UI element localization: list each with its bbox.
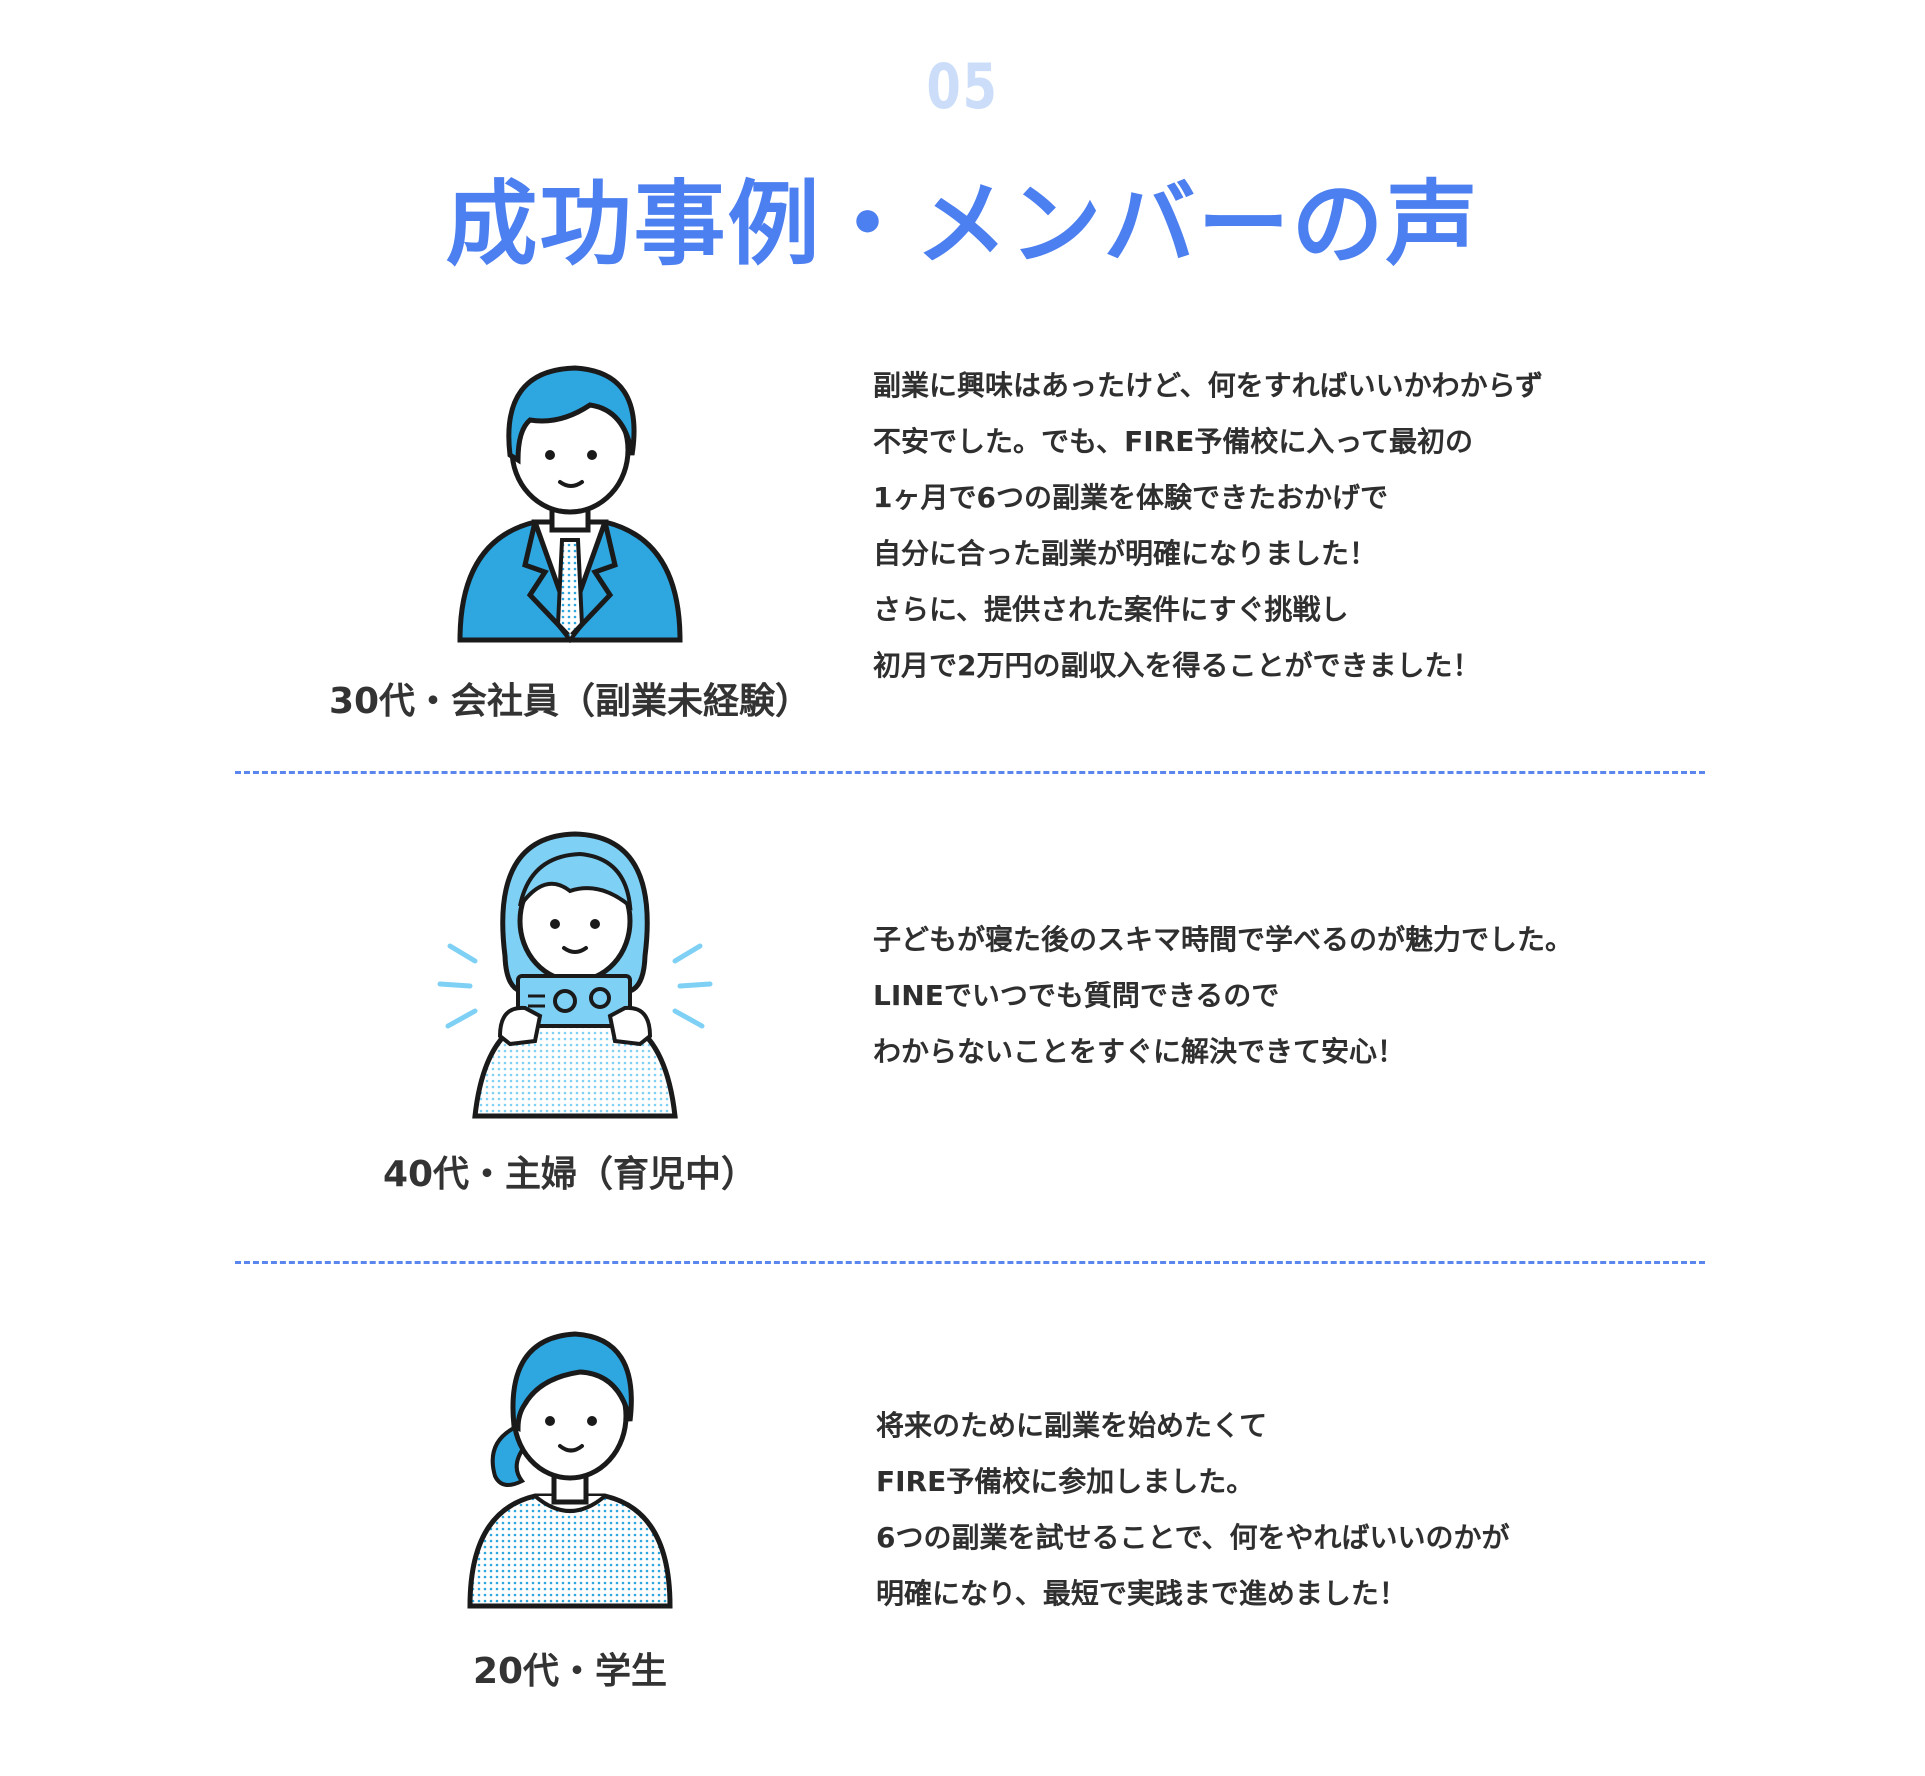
quote-line: 初月で2万円の副収入を得ることができました！ (873, 649, 1481, 682)
woman-holding-card-icon (430, 826, 720, 1126)
quote-line: LINEでいつでも質問できるので (873, 979, 1280, 1012)
quote-line: わからないことをすぐに解決できて安心！ (873, 1035, 1406, 1068)
member-caption: 30代・会社員（副業未経験） (328, 681, 812, 722)
quote-line: FIRE予備校に参加しました。 (876, 1465, 1255, 1498)
section-divider (235, 1261, 1705, 1264)
quote-line: 子どもが寝た後のスキマ時間で学べるのが魅力でした。 (873, 923, 1574, 956)
quote-line: 将来のために副業を始めたくて (876, 1409, 1268, 1442)
member-caption: 40代・主婦（育児中） (382, 1154, 758, 1195)
quote-line: 明確になり、最短で実践まで進めました！ (876, 1577, 1407, 1610)
quote-line: 1ヶ月で6つの副業を体験できたおかげで (873, 481, 1388, 514)
quote-line: 副業に興味はあったけど、何をすればいいかわからず (873, 369, 1544, 402)
page-title: 成功事例・メンバーの声 (445, 171, 1480, 278)
quote-line: 6つの副業を試せることで、何をやればいいのかが (876, 1521, 1510, 1554)
quote-line: 不安でした。でも、FIRE予備校に入って最初の (873, 425, 1473, 458)
testimonial-quote: 将来のために副業を始めたくて FIRE予備校に参加しました。 6つの副業を試せる… (876, 1398, 1776, 1622)
section-number: 05 (926, 50, 999, 123)
student-icon (440, 1316, 700, 1616)
businessman-icon (440, 350, 700, 650)
member-caption: 20代・学生 (472, 1651, 668, 1692)
testimonial-quote: 子どもが寝た後のスキマ時間で学べるのが魅力でした。 LINEでいつでも質問できる… (873, 912, 1773, 1080)
section-divider (235, 771, 1705, 774)
quote-line: 自分に合った副業が明確になりました！ (873, 537, 1378, 570)
testimonial-quote: 副業に興味はあったけど、何をすればいいかわからず 不安でした。でも、FIRE予備… (873, 358, 1773, 694)
quote-line: さらに、提供された案件にすぐ挑戦し (873, 593, 1349, 626)
